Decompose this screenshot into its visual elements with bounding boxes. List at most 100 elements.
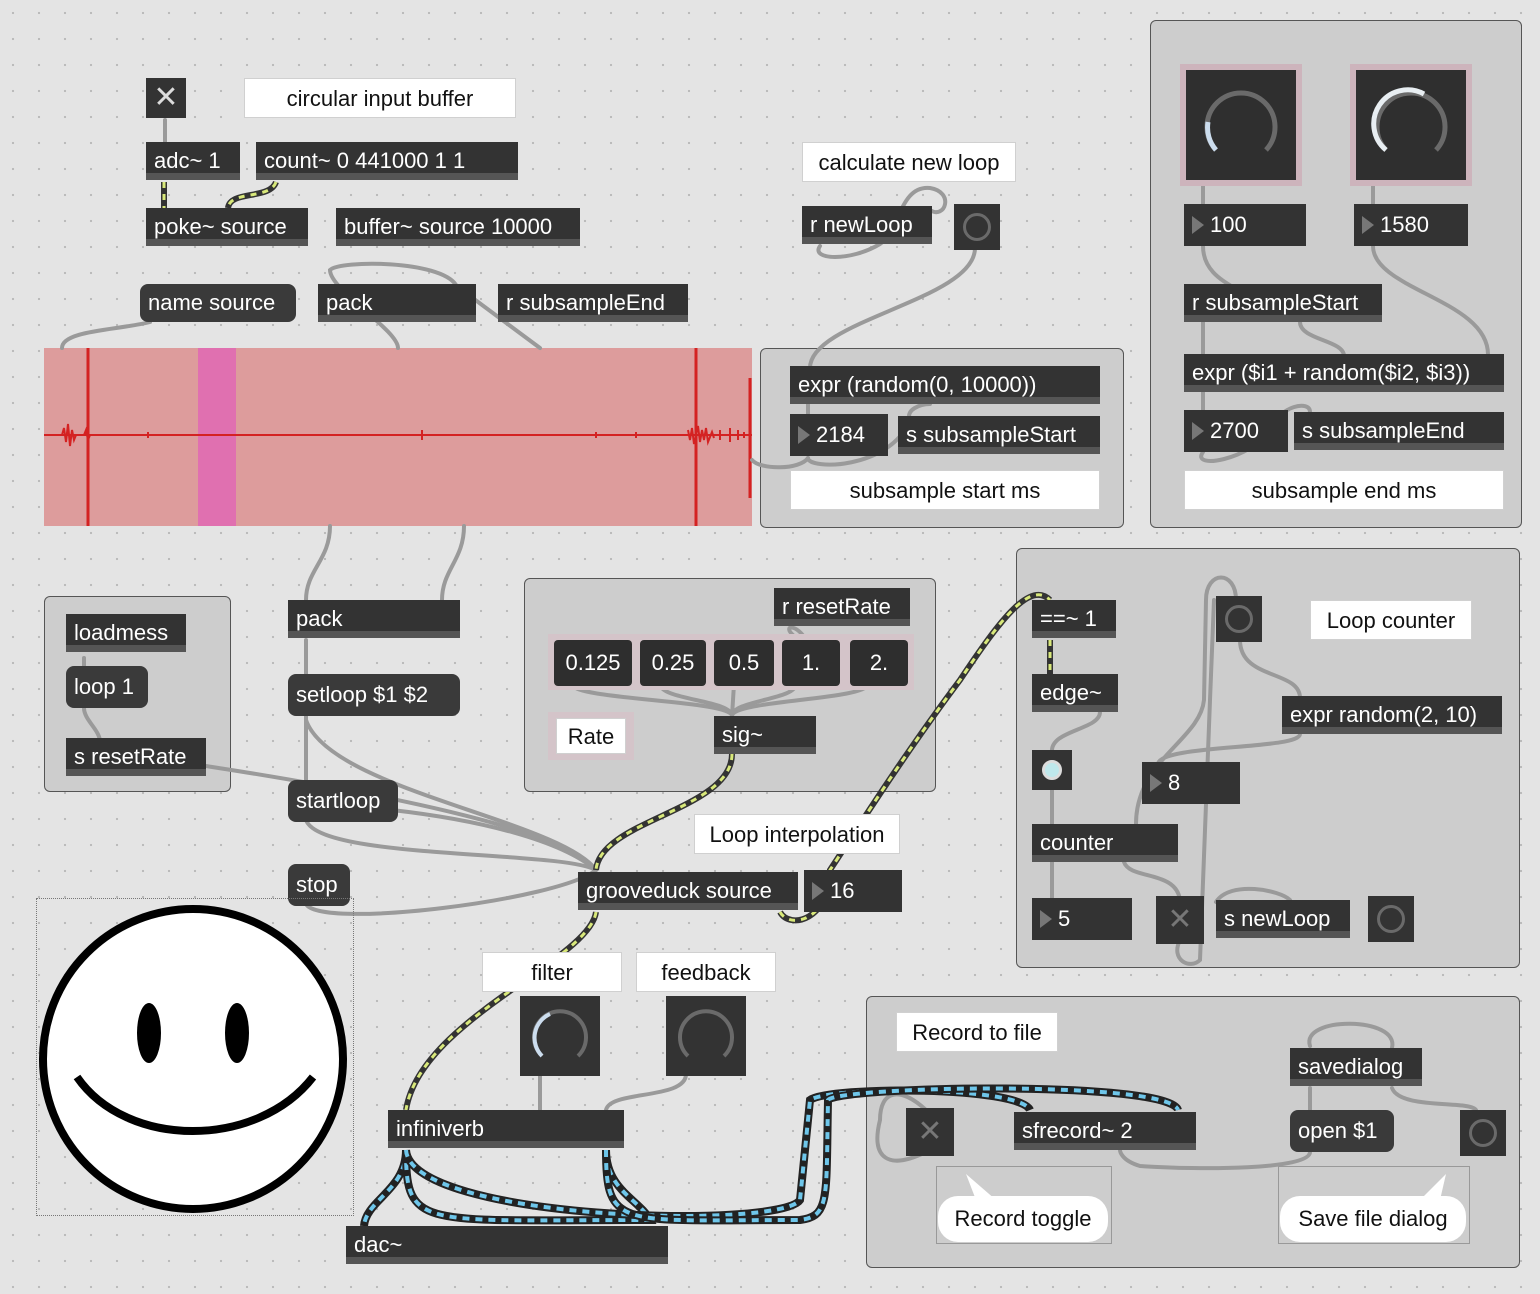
waveform-signal (61, 423, 745, 447)
rate-0.25[interactable]: 0.25 (640, 640, 706, 686)
number-counter-out[interactable]: 5 (1032, 898, 1132, 940)
hint-frame-save (1278, 1166, 1470, 1244)
dial-icon (532, 1009, 588, 1058)
obj-infiniverb[interactable]: infiniverb (388, 1110, 624, 1148)
obj-savedialog[interactable]: savedialog (1290, 1048, 1422, 1086)
input-toggle[interactable]: ✕ (146, 78, 186, 118)
obj-expr-sum[interactable]: expr ($i1 + random($i2, $i3)) (1184, 354, 1504, 392)
obj-poke[interactable]: poke~ source (146, 208, 308, 246)
cord (1214, 886, 1292, 904)
msg-stop[interactable]: stop (288, 864, 350, 906)
obj-s-subsample-start[interactable]: s subsampleStart (898, 416, 1100, 454)
msg-setloop[interactable]: setloop $1 $2 (288, 674, 460, 716)
cord (602, 1084, 1182, 1225)
obj-r-newloop[interactable]: r newLoop (802, 206, 932, 244)
circle-button-icon (963, 213, 991, 241)
obj-dac[interactable]: dac~ (346, 1226, 668, 1264)
cord (440, 524, 466, 602)
record-toggle[interactable]: ✕ (906, 1108, 954, 1156)
bang-button[interactable] (1368, 896, 1414, 942)
obj-sig[interactable]: sig~ (714, 716, 816, 754)
msg-loop1[interactable]: loop 1 (66, 666, 148, 708)
obj-r-reset-rate[interactable]: r resetRate (774, 588, 910, 626)
dial-end-range[interactable] (1350, 64, 1472, 186)
obj-expr-random2[interactable]: expr random(2, 10) (1282, 696, 1502, 734)
cord (1307, 1021, 1395, 1050)
bang-indicator[interactable] (1032, 750, 1072, 790)
rate-1[interactable]: 1. (782, 640, 840, 686)
comment-circular-buffer: circular input buffer (244, 78, 516, 118)
number-dial1[interactable]: 100 (1184, 204, 1306, 246)
comment-subsample-start: subsample start ms (790, 470, 1100, 510)
cord (304, 868, 598, 916)
obj-eq[interactable]: ==~ 1 (1032, 600, 1116, 638)
msg-startloop[interactable]: startloop (288, 780, 398, 822)
obj-s-newloop[interactable]: s newLoop (1216, 900, 1350, 938)
obj-edge[interactable]: edge~ (1032, 674, 1118, 712)
circle-button-icon (1377, 905, 1405, 933)
obj-pack-mid[interactable]: pack (288, 600, 460, 638)
cord (1371, 244, 1491, 358)
obj-s-subsample-end[interactable]: s subsampleEnd (1294, 412, 1504, 450)
cord (304, 524, 332, 602)
cord (1298, 320, 1346, 358)
hint-save-file-dialog: Save file dialog (1280, 1196, 1466, 1242)
obj-loadmess[interactable]: loadmess (66, 614, 186, 652)
comment-filter: filter (482, 952, 622, 992)
rate-2[interactable]: 2. (850, 640, 908, 686)
comment-calculate-new-loop: calculate new loop (802, 142, 1016, 182)
x-toggle-icon: ✕ (917, 1115, 943, 1148)
obj-sfrecord[interactable]: sfrecord~ 2 (1014, 1112, 1196, 1150)
msg-open[interactable]: open $1 (1290, 1110, 1394, 1152)
bang-button[interactable] (1216, 596, 1262, 642)
cord (390, 808, 598, 872)
cord (594, 753, 734, 871)
rate-0.5[interactable]: 0.5 (714, 640, 774, 686)
hint-frame-record (936, 1166, 1112, 1244)
number-end[interactable]: 2700 (1184, 410, 1288, 452)
msg-name-source[interactable]: name source (140, 284, 296, 322)
waveform-display[interactable] (44, 348, 752, 526)
circle-button-icon (1225, 605, 1253, 633)
cord (60, 320, 152, 350)
obj-pack-top[interactable]: pack (318, 284, 476, 322)
dial-icon (1204, 90, 1278, 152)
dial-start-range[interactable] (1180, 64, 1302, 186)
obj-adc[interactable]: adc~ 1 (146, 142, 240, 180)
counter-toggle[interactable]: ✕ (1156, 896, 1204, 944)
obj-r-subsample-start[interactable]: r subsampleStart (1184, 284, 1382, 322)
cord (404, 1149, 654, 1223)
cord (750, 456, 810, 470)
cord (226, 181, 278, 209)
obj-buffer[interactable]: buffer~ source 10000 (336, 208, 580, 246)
cord (1050, 710, 1102, 754)
obj-expr-random[interactable]: expr (random(0, 10000)) (790, 366, 1100, 404)
number-interp[interactable]: 16 (804, 870, 902, 912)
bang-button[interactable] (1460, 1110, 1506, 1156)
comment-record-to-file: Record to file (896, 1012, 1058, 1052)
cord (327, 261, 458, 350)
number-start[interactable]: 2184 (790, 414, 888, 456)
obj-counter[interactable]: counter (1032, 824, 1178, 862)
rate-0.125[interactable]: 0.125 (554, 640, 632, 686)
number-dial2[interactable]: 1580 (1354, 204, 1468, 246)
bubble-pointer (1420, 1174, 1446, 1200)
obj-r-subsample-end[interactable]: r subsampleEnd (498, 284, 688, 322)
dial-feedback[interactable] (666, 996, 746, 1076)
cord (404, 911, 598, 1111)
cord (304, 818, 598, 872)
obj-grooveduck[interactable]: grooveduck source (578, 872, 798, 910)
dial-filter[interactable] (520, 996, 600, 1076)
obj-s-reset-rate[interactable]: s resetRate (66, 738, 206, 776)
obj-count[interactable]: count~ 0 441000 1 1 (256, 142, 518, 180)
cord (808, 246, 977, 370)
comment-loop-counter: Loop counter (1310, 600, 1472, 640)
cord (468, 294, 542, 350)
number-counter-max[interactable]: 8 (1142, 762, 1240, 804)
comment-loop-interpolation: Loop interpolation (694, 814, 900, 854)
cord (362, 1149, 408, 1227)
loop-selection[interactable] (198, 348, 236, 526)
bang-button[interactable] (954, 204, 1000, 250)
bubble-pointer (966, 1174, 996, 1200)
